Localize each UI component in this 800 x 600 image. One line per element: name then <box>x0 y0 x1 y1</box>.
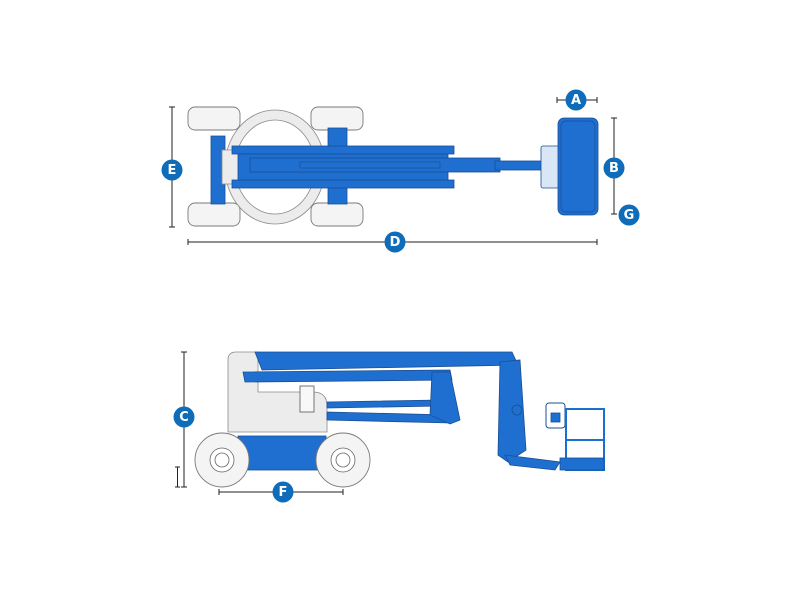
svg-text:F: F <box>279 485 288 500</box>
rear-axle <box>210 135 226 205</box>
dimension-D: D <box>187 231 598 253</box>
control-box <box>540 145 561 189</box>
svg-text:B: B <box>609 161 619 176</box>
wheels <box>194 432 371 488</box>
chassis <box>237 435 327 471</box>
svg-text:E: E <box>168 163 177 178</box>
dimension-A: A <box>556 89 598 111</box>
svg-text:G: G <box>624 208 635 223</box>
svg-text:D: D <box>390 235 401 250</box>
dimension-C: C <box>173 351 195 488</box>
engine-cover <box>299 385 315 413</box>
boom-assembly <box>242 351 561 471</box>
dimension-B: B <box>603 117 625 215</box>
boom-assembly <box>231 145 546 189</box>
top-view: A B G D E <box>161 89 640 253</box>
platform-cage <box>559 408 605 471</box>
platform <box>557 117 599 216</box>
tires <box>187 106 364 227</box>
svg-text:A: A <box>571 93 581 108</box>
svg-text:C: C <box>179 410 189 425</box>
side-view: C F <box>173 351 605 503</box>
dimension-E: E <box>161 106 183 228</box>
dimension-G: G <box>618 204 640 226</box>
dimension-F: F <box>218 481 344 503</box>
